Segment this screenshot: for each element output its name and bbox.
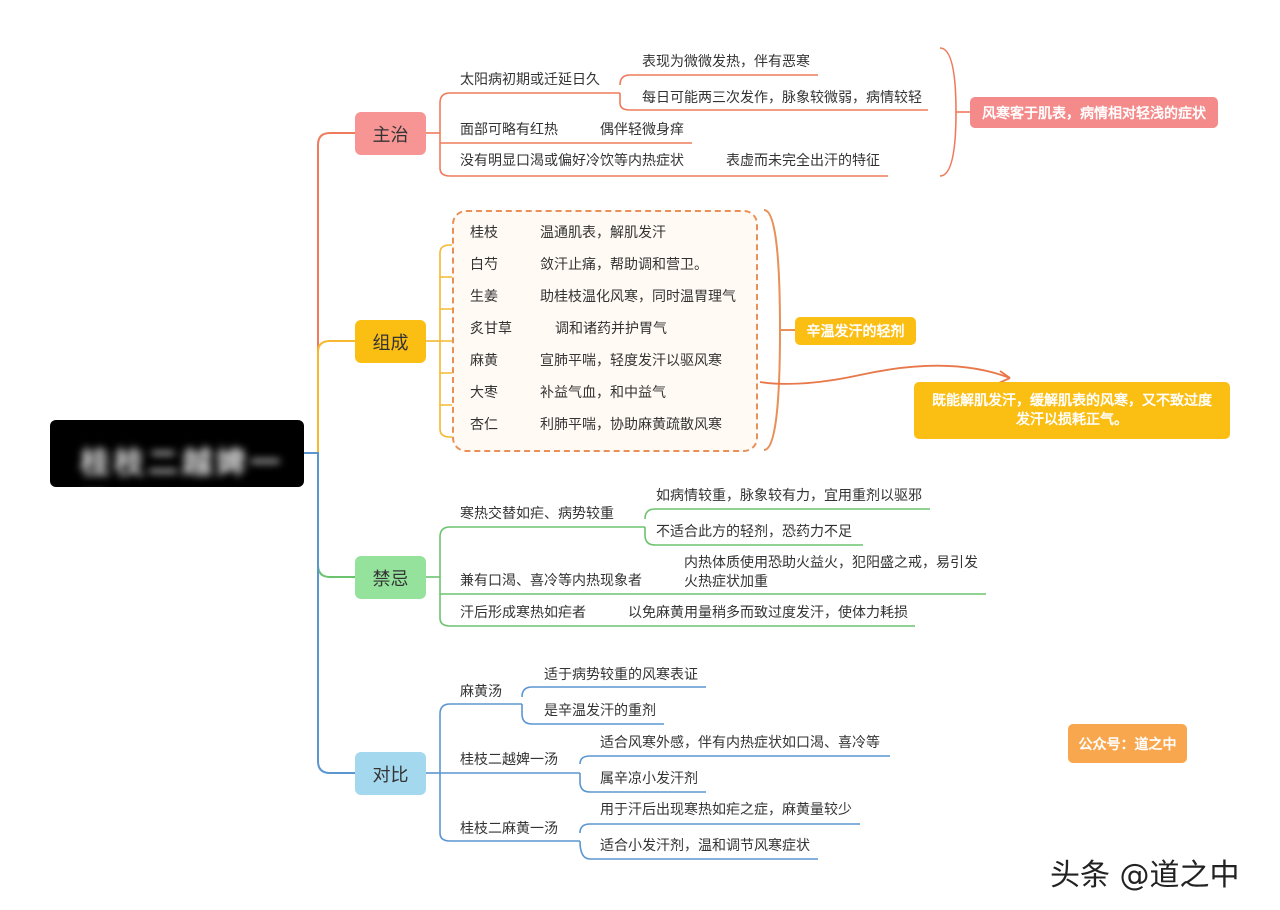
herb-name-6: 大枣 <box>470 385 498 401</box>
herb-desc-2: 敛汗止痛，帮助调和营卫。 <box>540 257 708 273</box>
zhuzhi-item-2: 面部可略有红热 <box>460 122 558 138</box>
duibi-item-3-sub-2: 适合小发汗剂，温和调节风寒症状 <box>600 838 810 854</box>
duibi-item-1-sub-2: 是辛温发汗的重剂 <box>544 703 656 719</box>
herb-name-1: 桂枝 <box>470 225 498 241</box>
herb-desc-7: 利肺平喘，协助麻黄疏散风寒 <box>540 417 722 433</box>
zucheng-summary: 辛温发汗的轻剂 <box>795 317 916 345</box>
jinji-lines <box>425 508 986 627</box>
branch-duibi[interactable]: 对比 <box>355 752 426 795</box>
duibi-item-3: 桂枝二麻黄一汤 <box>460 821 558 837</box>
root-node[interactable]: 桂枝二越婢一汤 <box>50 420 304 487</box>
zhuzhi-summary: 风寒客于肌表，病情相对轻浅的症状 <box>970 97 1218 128</box>
jinji-item-1: 寒热交替如疟、病势较重 <box>460 506 614 522</box>
branch-jinji[interactable]: 禁忌 <box>355 556 426 599</box>
duibi-item-2: 桂枝二越婢一汤 <box>460 752 558 768</box>
branch-zucheng[interactable]: 组成 <box>355 320 426 363</box>
branch-zhuzhi-label: 主治 <box>372 124 409 146</box>
zucheng-brace <box>763 209 782 451</box>
herb-desc-1: 温通肌表，解肌发汗 <box>540 225 666 241</box>
zhuzhi-item-3: 没有明显口渴或偏好冷饮等内热症状 <box>460 153 684 169</box>
duibi-lines <box>425 686 890 860</box>
herb-desc-6: 补益气血，和中益气 <box>540 385 666 401</box>
herb-desc-3: 助桂枝温化风寒，同时温胃理气 <box>540 289 736 305</box>
herb-name-7: 杏仁 <box>470 417 498 433</box>
herb-name-5: 麻黄 <box>470 353 498 369</box>
zhuzhi-item-1-sub-2: 每日可能两三次发作，脉象较微弱，病情较轻 <box>642 90 922 106</box>
zhuzhi-item-1: 太阳病初期或迁延日久 <box>460 72 600 88</box>
note-arrow <box>759 364 1011 385</box>
duibi-item-2-sub-2: 属辛凉小发汗剂 <box>600 771 698 787</box>
herb-desc-4: 调和诸药并护胃气 <box>555 321 667 337</box>
jinji-item-2: 兼有口渴、喜冷等内热现象者 <box>460 573 642 589</box>
jinji-item-3: 汗后形成寒热如疟者 <box>460 605 586 621</box>
herb-name-3: 生姜 <box>470 289 498 305</box>
branch-jinji-label: 禁忌 <box>372 568 409 590</box>
link-zhuzhi <box>304 132 355 454</box>
jinji-item-2-sub-1: 内热体质使用恐助火益火，犯阳盛之戒，易引发 <box>684 555 978 571</box>
link-duibi <box>304 452 355 774</box>
branch-duibi-label: 对比 <box>372 764 409 786</box>
account-badge: 公众号：道之中 <box>1068 724 1187 763</box>
jinji-item-3-sub-1: 以免麻黄用量稍多而致过度发汗，使体力耗损 <box>628 605 908 621</box>
zucheng-frame <box>452 210 758 452</box>
watermark: 头条 @道之中 <box>1050 858 1240 893</box>
jinji-item-1-sub-1: 如病情较重，脉象较有力，宜用重剂以驱邪 <box>656 488 922 504</box>
link-zucheng <box>304 340 355 454</box>
branch-zhuzhi[interactable]: 主治 <box>355 112 426 155</box>
zhuzhi-item-3-sub-1: 表虚而未完全出汗的特征 <box>726 153 880 169</box>
herb-name-4: 炙甘草 <box>470 321 512 337</box>
herb-name-2: 白芍 <box>470 257 498 273</box>
link-jinji <box>304 452 355 578</box>
jinji-item-1-sub-2: 不适合此方的轻剂，恐药力不足 <box>656 524 852 540</box>
jinji-item-2-sub-2: 火热症状加重 <box>684 574 768 590</box>
zucheng-note: 既能解肌发汗，缓解肌表的风寒，又不致过度发汗以损耗正气。 <box>914 382 1230 439</box>
zhuzhi-item-1-sub-1: 表现为微微发热，伴有恶寒 <box>642 54 810 70</box>
herb-desc-5: 宣肺平喘，轻度发汗以驱风寒 <box>540 353 722 369</box>
zhuzhi-item-2-sub-1: 偶伴轻微身痒 <box>600 122 684 138</box>
zhuzhi-lines <box>425 47 970 177</box>
duibi-item-1: 麻黄汤 <box>460 684 502 700</box>
duibi-item-3-sub-1: 用于汗后出现寒热如疟之症，麻黄量较少 <box>600 802 852 818</box>
duibi-item-2-sub-1: 适合风寒外感，伴有内热症状如口渴、喜冷等 <box>600 735 880 751</box>
duibi-item-1-sub-1: 适于病势较重的风寒表证 <box>544 667 698 683</box>
root-label: 桂枝二越婢一汤 <box>80 446 284 481</box>
branch-zucheng-label: 组成 <box>372 332 409 354</box>
